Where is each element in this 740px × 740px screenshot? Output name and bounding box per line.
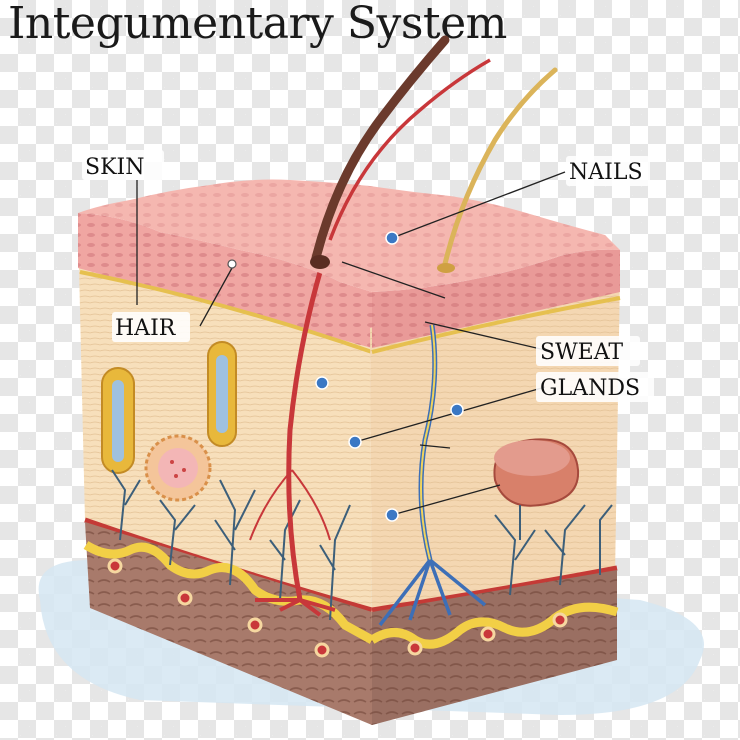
leader-glands-2 bbox=[391, 484, 501, 516]
marker-dot bbox=[385, 231, 399, 245]
top-surface bbox=[78, 179, 620, 292]
pacinian-corpuscle bbox=[144, 434, 212, 502]
label-glands: GLANDS bbox=[540, 376, 640, 401]
pin-marker bbox=[227, 259, 237, 269]
hair-shaft-red bbox=[328, 58, 491, 241]
marker-dot bbox=[385, 508, 399, 522]
hair-shaft-brown bbox=[310, 35, 450, 269]
leader-epidermis bbox=[341, 261, 446, 299]
label-hair: HAIR bbox=[115, 316, 177, 341]
labels: SKIN HAIR NAILS SWEAT GLANDS bbox=[82, 150, 654, 402]
leader-duct bbox=[419, 444, 451, 449]
leader-lines bbox=[136, 171, 566, 516]
marker-dot bbox=[450, 403, 464, 417]
label-sweat: SWEAT bbox=[540, 340, 623, 365]
hair-follicle bbox=[101, 341, 237, 474]
blood-vessel-artery bbox=[249, 239, 336, 617]
marker-dots bbox=[227, 231, 464, 522]
nerve-fibers bbox=[111, 469, 351, 621]
marker-dot bbox=[315, 376, 329, 390]
leader-glands-1 bbox=[354, 386, 546, 443]
label-skin: SKIN bbox=[85, 155, 144, 180]
sweat-gland-duct bbox=[378, 324, 487, 627]
leader-sweat-glands bbox=[424, 321, 546, 351]
leader-nails bbox=[391, 171, 566, 239]
label-nails: NAILS bbox=[569, 160, 643, 185]
sebaceous-gland bbox=[493, 438, 580, 540]
hair-shaft-blonde bbox=[437, 67, 558, 273]
marker-dot bbox=[348, 435, 362, 449]
leader-hair bbox=[199, 267, 233, 327]
side-face bbox=[369, 249, 621, 725]
page-title: Integumentary System bbox=[8, 0, 507, 49]
